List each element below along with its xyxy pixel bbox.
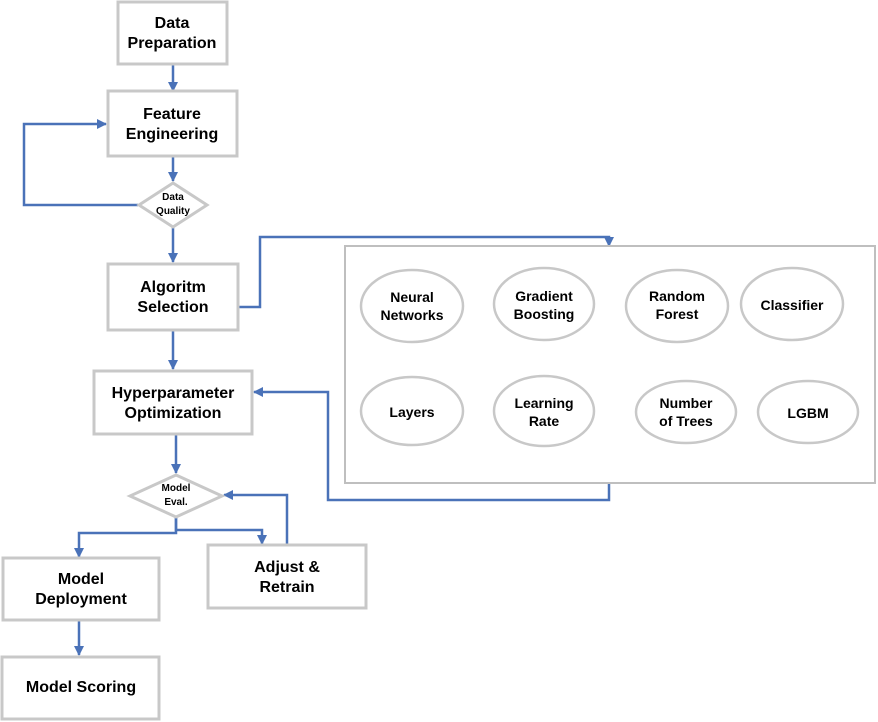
number-of-trees-ellipse: Number of Trees [634, 379, 738, 445]
layers-ellipse: Layers [359, 375, 465, 447]
model-eval-diamond: Model Eval. [126, 473, 226, 519]
algorithm-selection-box: Algoritm Selection [106, 262, 240, 332]
arrow-quality-loop-to-feature [22, 119, 138, 207]
feature-engineering-box: Feature Engineering [106, 89, 239, 158]
model-eval-line-1: Model [162, 483, 191, 494]
learning-rate-line-1: Learning [514, 395, 573, 411]
neural-networks-ellipse: Neural Networks [359, 268, 465, 344]
feature-engineering-line-2: Engineering [126, 126, 218, 143]
neural-networks-line-1: Neural [390, 289, 434, 305]
feature-engineering-line-1: Feature [143, 106, 201, 123]
gradient-boosting-ellipse: Gradient Boosting [492, 266, 596, 342]
arrow-algorithm-to-container [238, 235, 614, 309]
data-quality-line-2: Quality [156, 206, 190, 217]
lgbm-line-1: LGBM [787, 405, 828, 421]
model-scoring-line-1: Model Scoring [26, 679, 136, 696]
arrow-eval-to-deployment [74, 517, 178, 558]
data-preparation-line-1: Data [155, 15, 190, 32]
gradient-boosting-line-1: Gradient [515, 288, 573, 304]
adjust-retrain-box: Adjust & Retrain [206, 543, 368, 610]
data-preparation-line-2: Preparation [128, 35, 217, 52]
adjust-retrain-line-2: Retrain [259, 579, 314, 596]
neural-networks-line-2: Networks [380, 307, 443, 323]
classifier-ellipse: Classifier [739, 266, 845, 342]
data-quality-diamond: Data Quality [136, 181, 210, 229]
number-of-trees-line-2: of Trees [659, 413, 713, 429]
hyperparameter-optimization-box: Hyperparameter Optimization [92, 369, 254, 436]
model-deployment-line-2: Deployment [35, 591, 127, 608]
model-deployment-line-1: Model [58, 571, 104, 588]
model-eval-line-2: Eval. [164, 497, 188, 508]
adjust-retrain-line-1: Adjust & [254, 559, 320, 576]
arrow-adjust-to-eval [223, 490, 289, 544]
data-quality-line-1: Data [162, 192, 184, 203]
learning-rate-ellipse: Learning Rate [492, 374, 596, 448]
algorithm-selection-line-1: Algoritm [140, 279, 206, 296]
layers-line-1: Layers [389, 404, 434, 420]
lgbm-ellipse: LGBM [756, 379, 860, 445]
random-forest-line-2: Forest [656, 306, 699, 322]
learning-rate-line-2: Rate [529, 413, 560, 429]
classifier-line-1: Classifier [760, 297, 824, 313]
random-forest-line-1: Random [649, 288, 705, 304]
data-preparation-box: Data Preparation [116, 0, 229, 66]
number-of-trees-line-1: Number [660, 395, 713, 411]
random-forest-ellipse: Random Forest [624, 268, 730, 344]
gradient-boosting-line-2: Boosting [514, 306, 575, 322]
model-scoring-box: Model Scoring [0, 655, 161, 721]
model-deployment-box: Model Deployment [1, 556, 161, 622]
arrow-eval-to-adjust [174, 517, 267, 545]
hyperparameter-optimization-line-1: Hyperparameter [112, 385, 235, 402]
algorithm-selection-line-2: Selection [137, 299, 208, 316]
arrow-container-to-hyper [253, 387, 611, 502]
hyperparameter-optimization-line-2: Optimization [125, 405, 222, 422]
